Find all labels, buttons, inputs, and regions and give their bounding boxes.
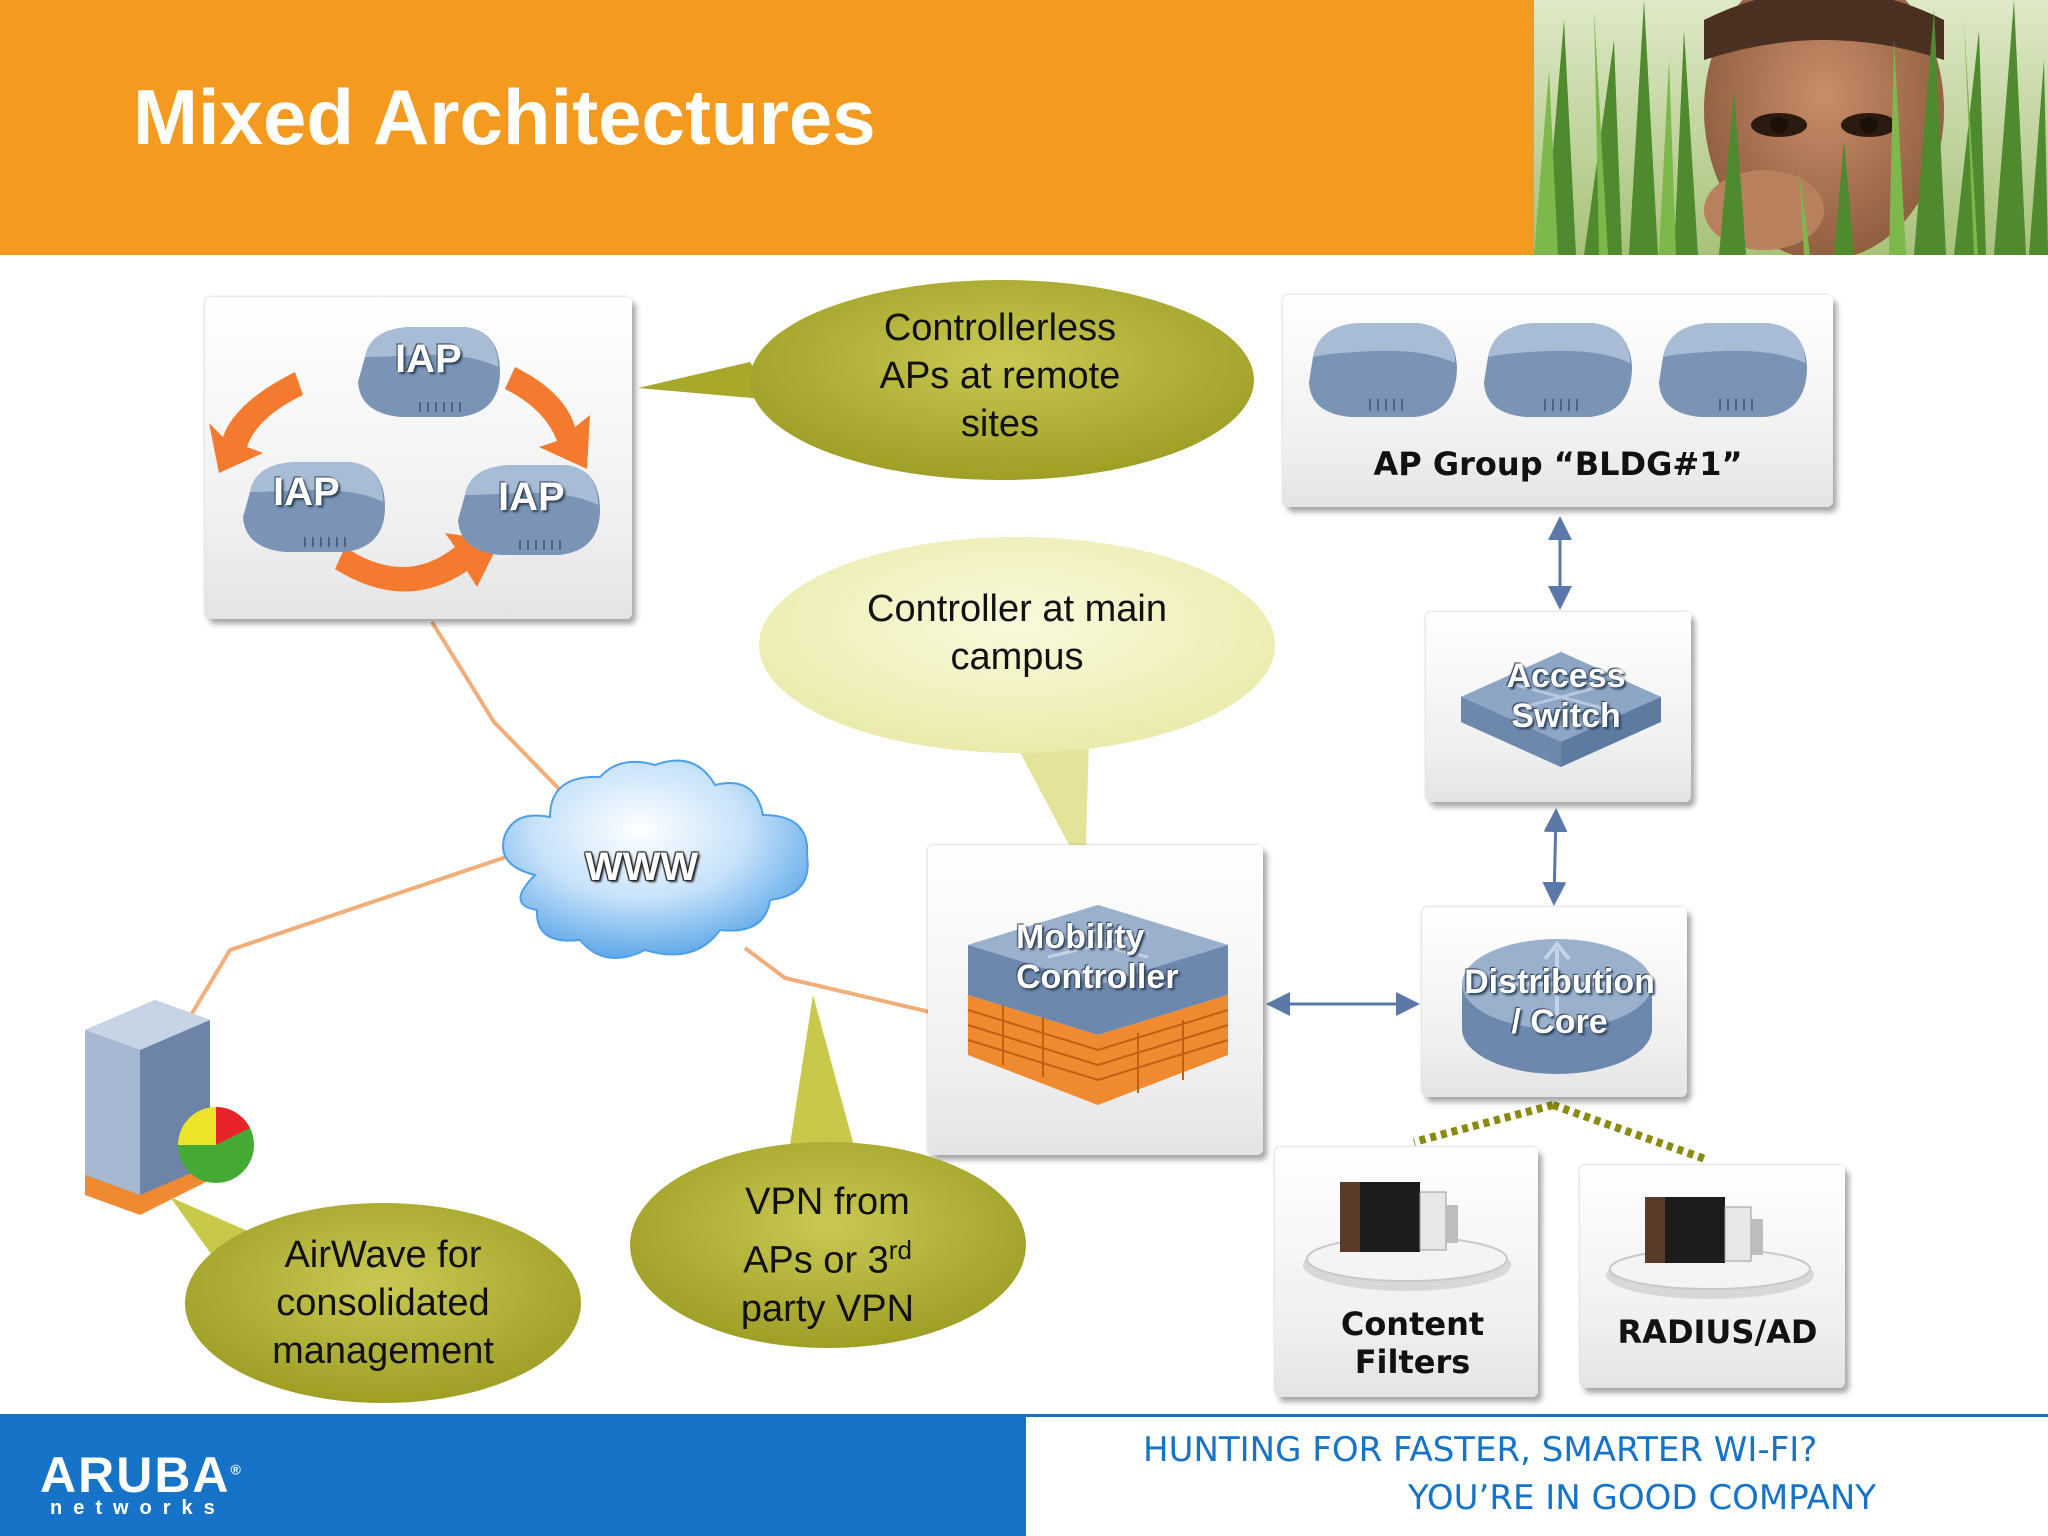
mobility-controller-label: Mobility Controller xyxy=(1016,918,1179,996)
callout-controllerless-text: Controllerless APs at remote sites xyxy=(879,307,1121,445)
iap-label: IAP xyxy=(273,470,340,514)
airwave-server-icon xyxy=(85,1000,254,1215)
internet-cloud-icon xyxy=(502,759,809,959)
cycle-arrow-icon xyxy=(209,372,303,473)
content-filters-label: Content Filters xyxy=(1340,1305,1485,1381)
footer-tagline-bar xyxy=(1026,1414,2048,1536)
aruba-logo-subtitle: networks xyxy=(50,1497,226,1519)
dotted-link-content-filters xyxy=(1412,1101,1555,1146)
callout-vpn xyxy=(630,995,1026,1348)
remote-iap-box: IAP IAP IAP xyxy=(205,297,632,619)
switch-icon xyxy=(1461,652,1661,767)
iap-label: IAP xyxy=(498,475,565,519)
dotted-link-radius xyxy=(1551,1101,1710,1164)
cycle-arrow-icon xyxy=(505,367,590,469)
access-point-icon xyxy=(1309,323,1457,417)
distribution-core-label: Distribution / Core xyxy=(1464,963,1655,1041)
controller-firewall-icon xyxy=(967,905,1229,1105)
access-point-icon xyxy=(1659,323,1807,417)
callout-main-campus xyxy=(759,537,1275,875)
access-point-icon xyxy=(243,462,385,552)
cloud-label: WWW xyxy=(585,845,699,889)
server-appliance-icon xyxy=(1606,1197,1814,1299)
callout-main-campus-text: Controller at main campus xyxy=(867,588,1167,678)
page-title: Mixed Architectures xyxy=(133,73,876,161)
access-switch-box: Access Switch xyxy=(1426,612,1691,802)
grass-photo-image xyxy=(1534,0,2048,255)
access-point-icon xyxy=(1484,323,1632,417)
mobility-controller-box: Mobility Controller xyxy=(928,845,1263,1155)
ap-group-label: AP Group “BLDG#1” xyxy=(1373,445,1743,483)
iap-cycle-arrows xyxy=(209,367,590,592)
callout-airwave xyxy=(170,1197,581,1403)
distribution-core-box: Distribution / Core xyxy=(1422,907,1687,1097)
content-filters-box: Content Filters xyxy=(1275,1147,1538,1397)
callout-vpn-text: VPN from APs or 3rd party VPN xyxy=(740,1181,915,1330)
iap-device: IAP xyxy=(450,455,605,565)
cycle-arrow-icon xyxy=(335,533,500,592)
header-banner xyxy=(0,0,1534,255)
iap-label: IAP xyxy=(395,337,462,381)
pie-chart-icon xyxy=(178,1107,254,1183)
access-point-icon xyxy=(358,327,500,417)
link-cloud-to-controller xyxy=(743,946,931,1014)
link-airwave-to-cloud xyxy=(183,853,513,1027)
router-icon xyxy=(1462,939,1652,1074)
radius-ad-label: RADIUS/AD xyxy=(1617,1313,1818,1351)
radius-ad-box: RADIUS/AD xyxy=(1580,1165,1845,1388)
header-photo xyxy=(1534,0,2048,255)
callout-airwave-text: AirWave for consolidated management xyxy=(272,1234,494,1372)
server-appliance-icon xyxy=(1303,1182,1511,1291)
ap-group-devices xyxy=(1309,323,1807,417)
access-switch-label: Access Switch xyxy=(1506,657,1626,735)
access-point-icon xyxy=(458,465,600,555)
aruba-logo: ARUBA® xyxy=(40,1447,243,1503)
ap-group-box: AP Group “BLDG#1” xyxy=(1283,295,1833,507)
link-iap-to-cloud xyxy=(430,620,562,792)
tagline-line-1: HUNTING FOR FASTER, SMARTER WI-FI? xyxy=(1143,1430,1818,1470)
iap-device: IAP xyxy=(235,452,390,562)
arrow-switch-core xyxy=(1542,808,1568,906)
footer-brand-bar xyxy=(0,1414,1026,1536)
callout-controllerless xyxy=(638,280,1254,480)
tagline-line-2: YOU’RE IN GOOD COMPANY xyxy=(1408,1478,1877,1518)
iap-device: IAP xyxy=(350,317,505,427)
